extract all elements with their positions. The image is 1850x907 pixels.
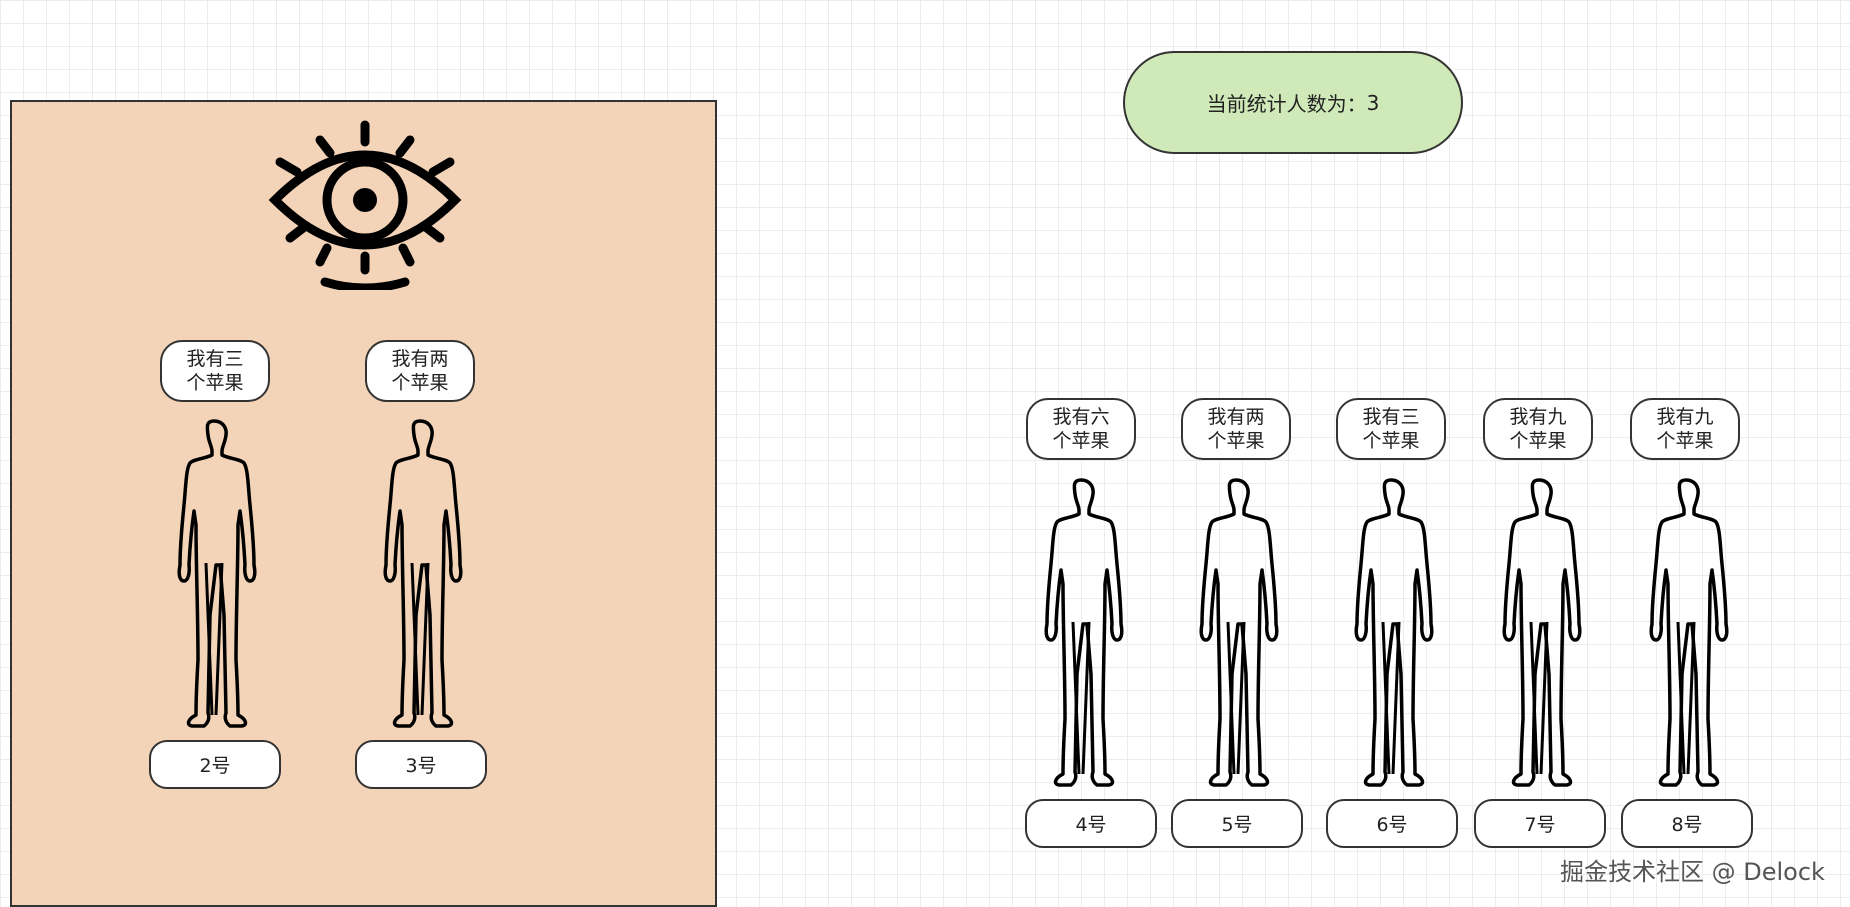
person-icon <box>383 419 463 728</box>
person-icon <box>1199 478 1279 787</box>
person-icon <box>177 419 257 728</box>
person-icon <box>1502 478 1582 787</box>
person-number-label: 6号 <box>1326 799 1458 848</box>
speech-bubble: 我有两 个苹果 <box>365 340 475 402</box>
count-value: 3 <box>1366 90 1380 115</box>
speech-bubble: 我有三 个苹果 <box>1336 398 1446 460</box>
speech-bubble: 我有九 个苹果 <box>1630 398 1740 460</box>
person-number-label: 3号 <box>355 740 487 789</box>
person-number-label: 2号 <box>149 740 281 789</box>
person-icon <box>1044 478 1124 787</box>
person-number-label: 8号 <box>1621 799 1753 848</box>
count-display: 当前统计人数为： 3 <box>1123 51 1463 154</box>
speech-bubble: 我有两 个苹果 <box>1181 398 1291 460</box>
speech-bubble: 我有三 个苹果 <box>160 340 270 402</box>
watermark: 掘金技术社区 @ Delock <box>1560 858 1825 886</box>
person-icon <box>1354 478 1434 787</box>
speech-bubble: 我有九 个苹果 <box>1483 398 1593 460</box>
person-icon <box>1649 478 1729 787</box>
count-label: 当前统计人数为： <box>1206 92 1367 116</box>
person-number-label: 5号 <box>1171 799 1303 848</box>
eye-icon <box>268 120 462 290</box>
person-number-label: 7号 <box>1474 799 1606 848</box>
speech-bubble: 我有六 个苹果 <box>1026 398 1136 460</box>
person-number-label: 4号 <box>1025 799 1157 848</box>
